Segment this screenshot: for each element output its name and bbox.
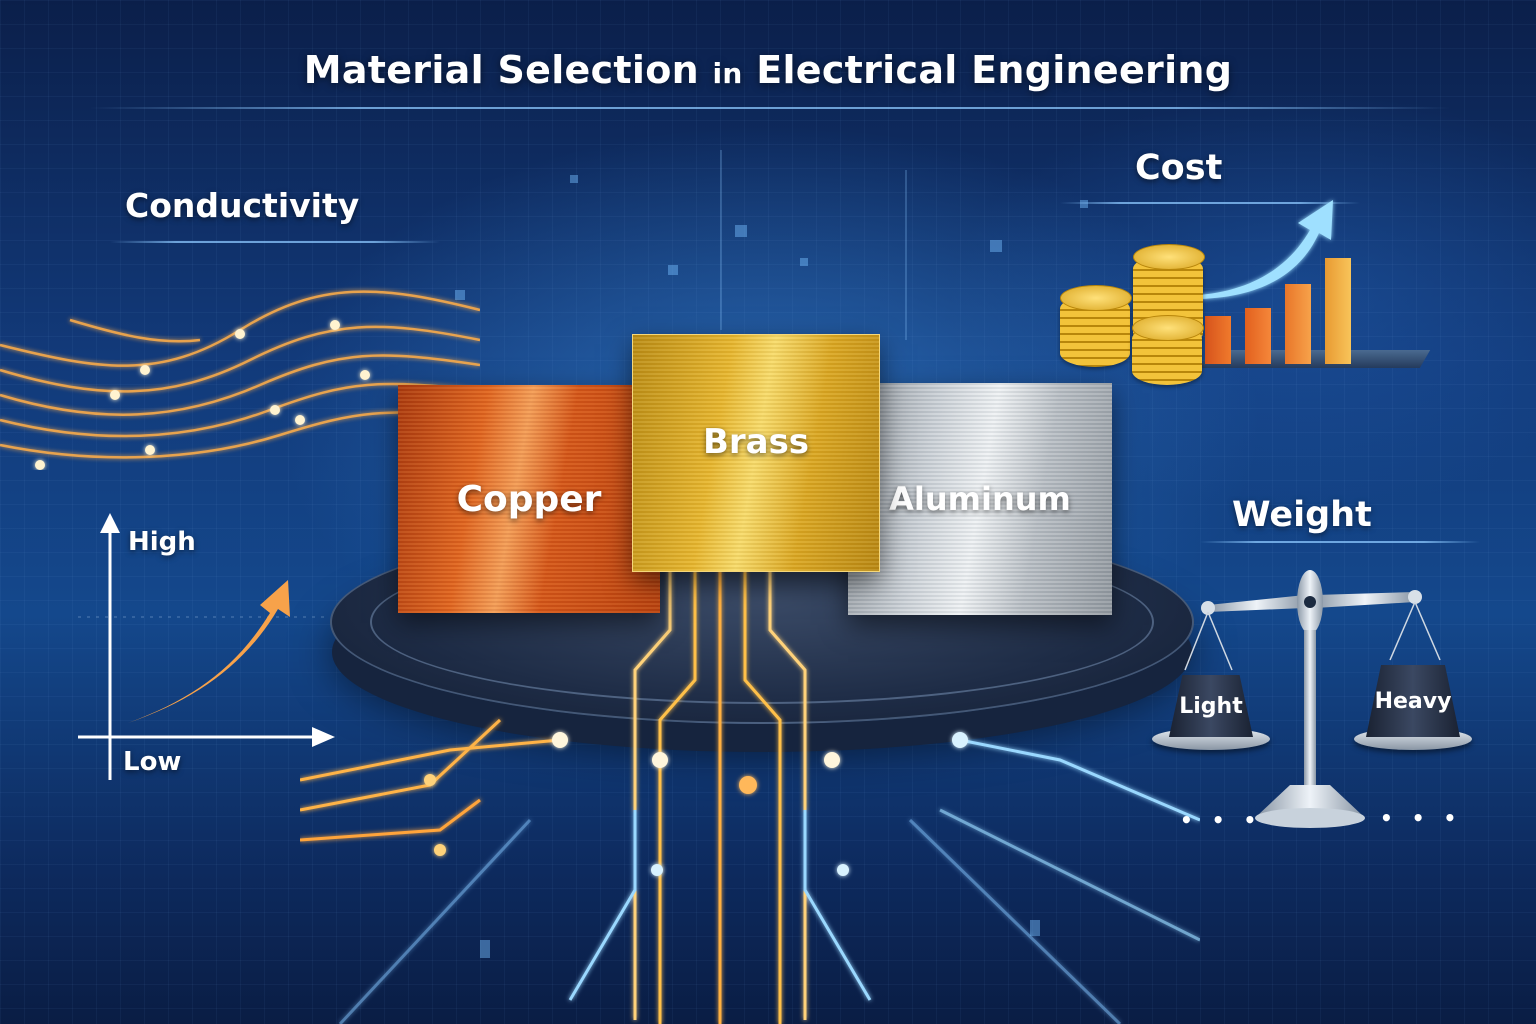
aluminum-label: Aluminum — [889, 480, 1071, 518]
data-bit — [990, 240, 1002, 252]
conductivity-label: Conductivity — [125, 186, 360, 225]
page-title: Material Selection in Electrical Enginee… — [0, 48, 1536, 92]
conductivity-trend-chart — [78, 513, 335, 780]
heavy-weight-icon: Heavy — [1366, 665, 1460, 737]
vertical-line — [720, 150, 722, 330]
weight-label: Weight — [1232, 495, 1372, 535]
cost-illustration — [1055, 200, 1431, 400]
light-weight-icon: Light — [1169, 675, 1253, 737]
material-brass-plate: Brass — [632, 334, 880, 572]
data-bit — [480, 940, 490, 958]
conductivity-underline — [110, 241, 440, 243]
data-bit — [455, 290, 465, 300]
title-part-3: Electrical Engineering — [756, 48, 1233, 92]
brass-label: Brass — [702, 422, 810, 462]
title-part-2: in — [712, 57, 743, 90]
material-copper-plate: Copper — [398, 385, 660, 613]
cost-underline — [1060, 202, 1360, 204]
data-bit — [735, 225, 747, 237]
title-underline — [90, 107, 1450, 109]
weight-underline — [1200, 541, 1480, 543]
data-bit — [668, 265, 678, 275]
cost-bar — [1245, 308, 1271, 364]
axis-high-label: High — [128, 527, 196, 557]
data-bit — [1030, 920, 1040, 936]
material-aluminum-plate: Aluminum — [848, 383, 1112, 615]
axis-low-label: Low — [123, 747, 182, 777]
data-bit — [800, 258, 808, 266]
heavy-label: Heavy — [1374, 688, 1452, 714]
vertical-line — [905, 170, 907, 340]
scale-frame — [1184, 570, 1441, 828]
data-bit — [1080, 200, 1088, 208]
cost-bar-chart — [1205, 240, 1415, 364]
title-part-1: Material Selection — [303, 48, 699, 92]
coin-icon — [1060, 285, 1132, 311]
light-label: Light — [1179, 693, 1243, 719]
current-flow-lines-icon — [0, 290, 480, 470]
ellipsis-left: • • • — [1180, 808, 1263, 832]
cost-up-arrow-icon — [1200, 200, 1333, 299]
cost-label: Cost — [1135, 148, 1223, 188]
circuit-traces-icon — [300, 560, 1200, 1024]
cost-bar — [1285, 284, 1311, 364]
coin-icon — [1132, 315, 1204, 341]
coin-icon — [1133, 244, 1205, 270]
cost-bar — [1325, 258, 1351, 364]
copper-label: Copper — [456, 478, 602, 520]
ellipsis-right: • • • — [1380, 806, 1463, 830]
data-bit — [570, 175, 578, 183]
balance-scale-icon: Light Heavy — [1140, 560, 1480, 840]
cost-bar — [1205, 316, 1231, 364]
